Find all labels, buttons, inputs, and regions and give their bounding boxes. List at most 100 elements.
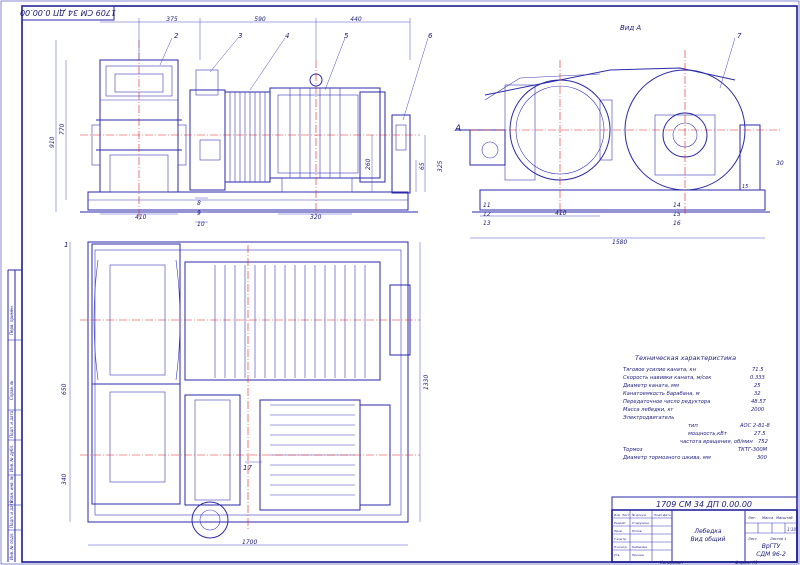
tech-spec-title: Техническая характеристика bbox=[635, 354, 736, 362]
spec-label: Диаметр тормозного шкива, мм bbox=[622, 455, 711, 461]
spec-value: 300 bbox=[757, 455, 768, 461]
side-strip-label: Подп. и дата bbox=[9, 500, 14, 528]
tech-spec: Техническая характеристика Тяговое усили… bbox=[622, 354, 771, 461]
side-strip-label: Подп. и дата bbox=[9, 410, 14, 438]
dim-plan-1: 650 bbox=[61, 383, 68, 395]
rotated-stamp: 1709 СМ 34 ДП 0.00.00 bbox=[20, 5, 116, 21]
view-label: Вид А bbox=[620, 24, 641, 32]
callout-15: 15 bbox=[673, 211, 681, 218]
title-block bbox=[611, 496, 798, 563]
callout-14: 14 bbox=[673, 202, 681, 209]
side-strip-label: Перв. примен. bbox=[9, 305, 14, 335]
title-person: Пронин bbox=[632, 553, 644, 557]
spec-label: Электродвигатель bbox=[622, 415, 674, 421]
title-scale: 1:10 bbox=[787, 527, 796, 532]
spec-value: 0.333 bbox=[750, 375, 765, 381]
dim-right-1: 65 bbox=[419, 162, 426, 170]
left-side-strip: Перв. примен. Справ. № Подп. и дата Инв.… bbox=[7, 269, 22, 562]
title-role: Лист bbox=[621, 513, 630, 517]
spec-value: ТКТГ-300М bbox=[738, 447, 768, 453]
spec-label: мощность,кВт bbox=[688, 431, 728, 437]
callout-8: 8 bbox=[197, 200, 201, 207]
title-role: Изм bbox=[614, 513, 621, 517]
spec-label: Канатоемкость барабана, м bbox=[623, 391, 700, 397]
callout-3: 3 bbox=[238, 32, 242, 40]
section-marker: А bbox=[454, 124, 461, 134]
spec-label: Масса лебедки, кг bbox=[623, 407, 674, 413]
callout-16: 16 bbox=[673, 220, 681, 227]
callout-4: 4 bbox=[285, 32, 289, 40]
spec-label: тип bbox=[688, 423, 698, 429]
dim-left-2: 910 bbox=[49, 136, 56, 148]
dim-plan-4: 1700 bbox=[242, 539, 257, 546]
spec-value: 27.5 bbox=[754, 431, 766, 437]
title-role: Пров. bbox=[614, 529, 623, 533]
callout-17: 17 bbox=[243, 464, 252, 472]
title-header: Масса bbox=[762, 516, 773, 520]
title-header: Лит. bbox=[747, 516, 756, 520]
spec-label: Тормоз bbox=[623, 447, 643, 453]
title-name-1: Лебедка bbox=[693, 528, 721, 535]
title-role: Т.контр. bbox=[614, 537, 627, 541]
dim-left-1: 770 bbox=[59, 123, 66, 135]
title-role: № докум. bbox=[631, 513, 647, 517]
rotated-stamp-text: 1709 СМ 34 ДП 0.00.00 bbox=[20, 8, 116, 17]
format-label: Формат А1 bbox=[735, 560, 758, 565]
dim-bottom-1: 410 bbox=[135, 214, 147, 221]
dim-plan-2: 340 bbox=[61, 473, 68, 485]
title-person: Попов bbox=[632, 529, 642, 533]
spec-value: 2000 bbox=[751, 407, 765, 413]
spec-label: Скорость навивки каната, м/сек bbox=[623, 375, 712, 381]
title-role: Подп. bbox=[654, 513, 663, 517]
title-role: Н.контр. bbox=[614, 545, 627, 549]
spec-label: Тяговое усилие каната, кн bbox=[623, 367, 697, 373]
title-header: Лист bbox=[747, 537, 758, 541]
dim-side-3: 30 bbox=[776, 160, 784, 167]
spec-value: 48.57 bbox=[751, 399, 767, 405]
spec-value: 32 bbox=[754, 391, 761, 397]
title-org-2: СДМ 96-2 bbox=[756, 551, 786, 558]
dim-side-4: 15 bbox=[742, 184, 748, 190]
callout-10: 10 bbox=[197, 221, 205, 228]
front-view bbox=[55, 18, 470, 220]
side-strip-label: Взам. инв. № bbox=[9, 476, 14, 503]
side-strip-label: Инв. № дубл. bbox=[9, 445, 14, 472]
callout-12: 12 bbox=[483, 211, 491, 218]
side-view bbox=[469, 37, 780, 239]
callout-11: 11 bbox=[483, 202, 491, 209]
spec-value: 25 bbox=[754, 383, 761, 389]
title-name-2: Вид общий bbox=[691, 536, 726, 543]
title-role: Утв. bbox=[614, 553, 620, 557]
plan-view bbox=[69, 241, 421, 546]
spec-value: 71.5 bbox=[752, 367, 764, 373]
title-role: Дата bbox=[662, 513, 671, 517]
dim-right-3: 260 bbox=[365, 158, 372, 170]
spec-label: Передаточное число редуктора bbox=[623, 399, 710, 405]
sheet-inner-frame bbox=[21, 5, 798, 563]
callout-lines bbox=[159, 37, 429, 223]
dim-top-1: 375 bbox=[166, 16, 178, 23]
side-strip-label: Справ. № bbox=[9, 381, 14, 400]
callout-5: 5 bbox=[344, 32, 349, 40]
spec-label: Диаметр каната, мм bbox=[622, 383, 679, 389]
callout-1: 1 bbox=[64, 241, 68, 249]
title-header: Листов 1 bbox=[769, 537, 786, 541]
side-strip-label: Инв. № подл. bbox=[9, 532, 14, 560]
dim-side-2: 1580 bbox=[612, 239, 627, 246]
spec-label: частота вращения, об/мин bbox=[680, 439, 753, 445]
callout-13: 13 bbox=[483, 220, 491, 227]
callout-2: 2 bbox=[174, 32, 179, 40]
callout-9: 9 bbox=[197, 210, 201, 217]
copied-label: Копировал bbox=[660, 560, 683, 565]
title-org-1: ВрГТУ bbox=[762, 543, 781, 550]
main-code: 1709 СМ 34 ДП 0.00.00 bbox=[656, 500, 752, 509]
dim-bottom-2: 320 bbox=[310, 214, 322, 221]
title-person: Кабакова bbox=[632, 545, 647, 549]
title-header: Масштаб bbox=[776, 516, 793, 520]
title-role: Разраб. bbox=[614, 521, 626, 525]
spec-value: АОС 2-81-8 bbox=[739, 423, 771, 429]
dim-right-2: 325 bbox=[437, 160, 444, 172]
dim-top-2: 590 bbox=[254, 16, 266, 23]
